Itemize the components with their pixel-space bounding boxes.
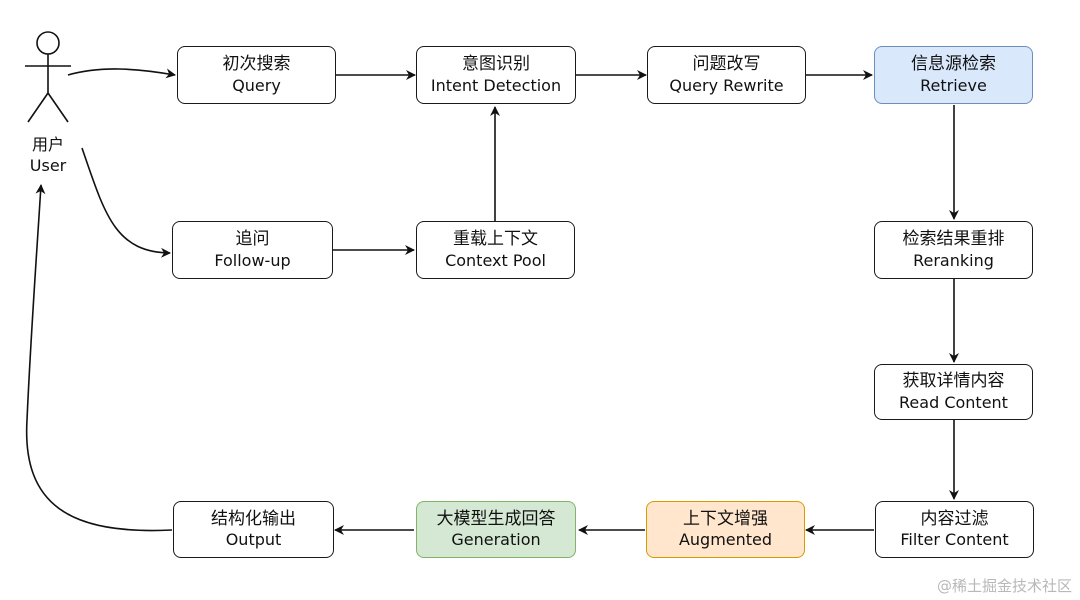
node-query-en: Query: [232, 75, 281, 95]
node-reranking-en: Reranking: [913, 250, 994, 270]
node-filter-content: 内容过滤 Filter Content: [875, 501, 1034, 558]
user-actor-icon: [25, 31, 71, 123]
node-read-en: Read Content: [899, 392, 1008, 412]
node-generation-en: Generation: [451, 530, 541, 550]
user-label-en: User: [29, 155, 67, 175]
node-intent-zh: 意图识别: [462, 54, 530, 75]
watermark-text: @稀土掘金技术社区: [936, 577, 1072, 595]
node-output-en: Output: [225, 530, 282, 550]
node-context-en: Context Pool: [445, 250, 546, 270]
node-output-zh: 结构化输出: [211, 508, 296, 529]
node-generation: 大模型生成回答 Generation: [416, 501, 576, 558]
node-filter-zh: 内容过滤: [920, 508, 989, 529]
node-output: 结构化输出 Output: [173, 501, 334, 558]
node-reranking: 检索结果重排 Reranking: [874, 221, 1033, 279]
node-intent-en: Intent Detection: [430, 75, 562, 95]
node-context-pool: 重载上下文 Context Pool: [416, 221, 575, 279]
node-generation-zh: 大模型生成回答: [436, 508, 556, 529]
arrow-user-to-query: [67, 68, 176, 79]
node-query: 初次搜索 Query: [177, 46, 336, 104]
node-augmented-zh: 上下文增强: [683, 508, 768, 529]
node-rewrite-zh: 问题改写: [692, 54, 761, 75]
arrow-output-to-user: [25, 184, 173, 532]
user-label-zh: 用户: [31, 135, 64, 154]
node-followup-en: Follow-up: [214, 250, 291, 270]
arrow-user-to-followup: [81, 147, 171, 258]
node-filter-en: Filter Content: [900, 530, 1009, 550]
node-followup-zh: 追问: [235, 229, 270, 250]
node-retrieve: 信息源检索 Retrieve: [874, 46, 1033, 104]
node-rewrite-en: Query Rewrite: [669, 75, 784, 95]
node-query-zh: 初次搜索: [222, 54, 291, 75]
node-reranking-zh: 检索结果重排: [902, 229, 1005, 250]
node-retrieve-zh: 信息源检索: [911, 54, 996, 75]
node-query-rewrite: 问题改写 Query Rewrite: [647, 46, 806, 104]
node-context-zh: 重载上下文: [453, 229, 538, 250]
node-read-zh: 获取详情内容: [902, 371, 1005, 392]
node-augmented-en: Augmented: [678, 530, 773, 550]
node-augmented: 上下文增强 Augmented: [646, 501, 805, 558]
user-actor-label: 用户 User: [10, 135, 86, 177]
node-read-content: 获取详情内容 Read Content: [874, 364, 1033, 420]
node-follow-up: 追问 Follow-up: [172, 221, 333, 279]
node-retrieve-en: Retrieve: [920, 75, 987, 95]
node-intent-detection: 意图识别 Intent Detection: [416, 46, 576, 104]
